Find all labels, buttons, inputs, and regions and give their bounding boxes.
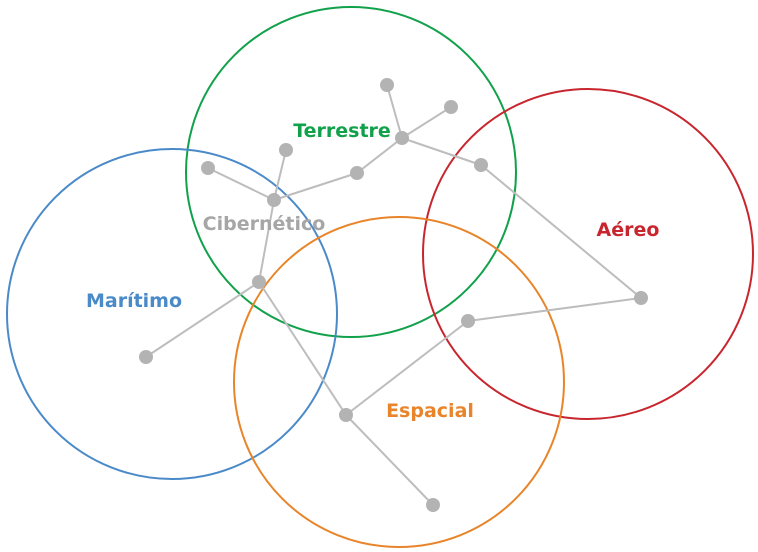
cibernetico-label: Cibernético <box>203 213 326 235</box>
network-node <box>279 143 293 157</box>
network-node <box>461 314 475 328</box>
domain-circles <box>6 6 754 548</box>
network-node <box>444 100 458 114</box>
network-node <box>380 78 394 92</box>
network-edge <box>145 281 260 358</box>
network-nodes <box>139 78 648 512</box>
network-edge <box>273 172 358 201</box>
network-node <box>474 158 488 172</box>
network-node <box>395 131 409 145</box>
network-edge <box>258 281 347 416</box>
network-node <box>252 275 266 289</box>
aereo-label: Aéreo <box>597 219 660 241</box>
network-edge <box>258 199 275 283</box>
espacial-label: Espacial <box>386 400 474 422</box>
network-edge <box>401 137 482 166</box>
terrestre-label: Terrestre <box>293 120 391 142</box>
network-node <box>201 161 215 175</box>
network-edge <box>345 320 469 416</box>
network-edges <box>145 84 642 506</box>
network-node <box>350 166 364 180</box>
network-edge <box>467 297 642 322</box>
network-edge <box>356 137 403 174</box>
network-node <box>634 291 648 305</box>
network-node <box>267 193 281 207</box>
network-edge <box>345 414 434 506</box>
espacial-circle <box>233 216 565 548</box>
network-edge <box>480 164 642 299</box>
terrestre-circle <box>185 6 517 338</box>
aereo-circle <box>422 88 754 420</box>
domain-labels: Terrestre Marítimo Aéreo Espacial Cibern… <box>86 120 659 422</box>
network-edge <box>273 149 287 201</box>
network-node <box>139 350 153 364</box>
maritimo-circle <box>6 148 338 480</box>
network-edge <box>207 167 275 201</box>
network-edge <box>401 106 452 139</box>
network-node <box>426 498 440 512</box>
network-edge <box>386 84 403 139</box>
network-node <box>339 408 353 422</box>
maritimo-label: Marítimo <box>86 290 182 312</box>
